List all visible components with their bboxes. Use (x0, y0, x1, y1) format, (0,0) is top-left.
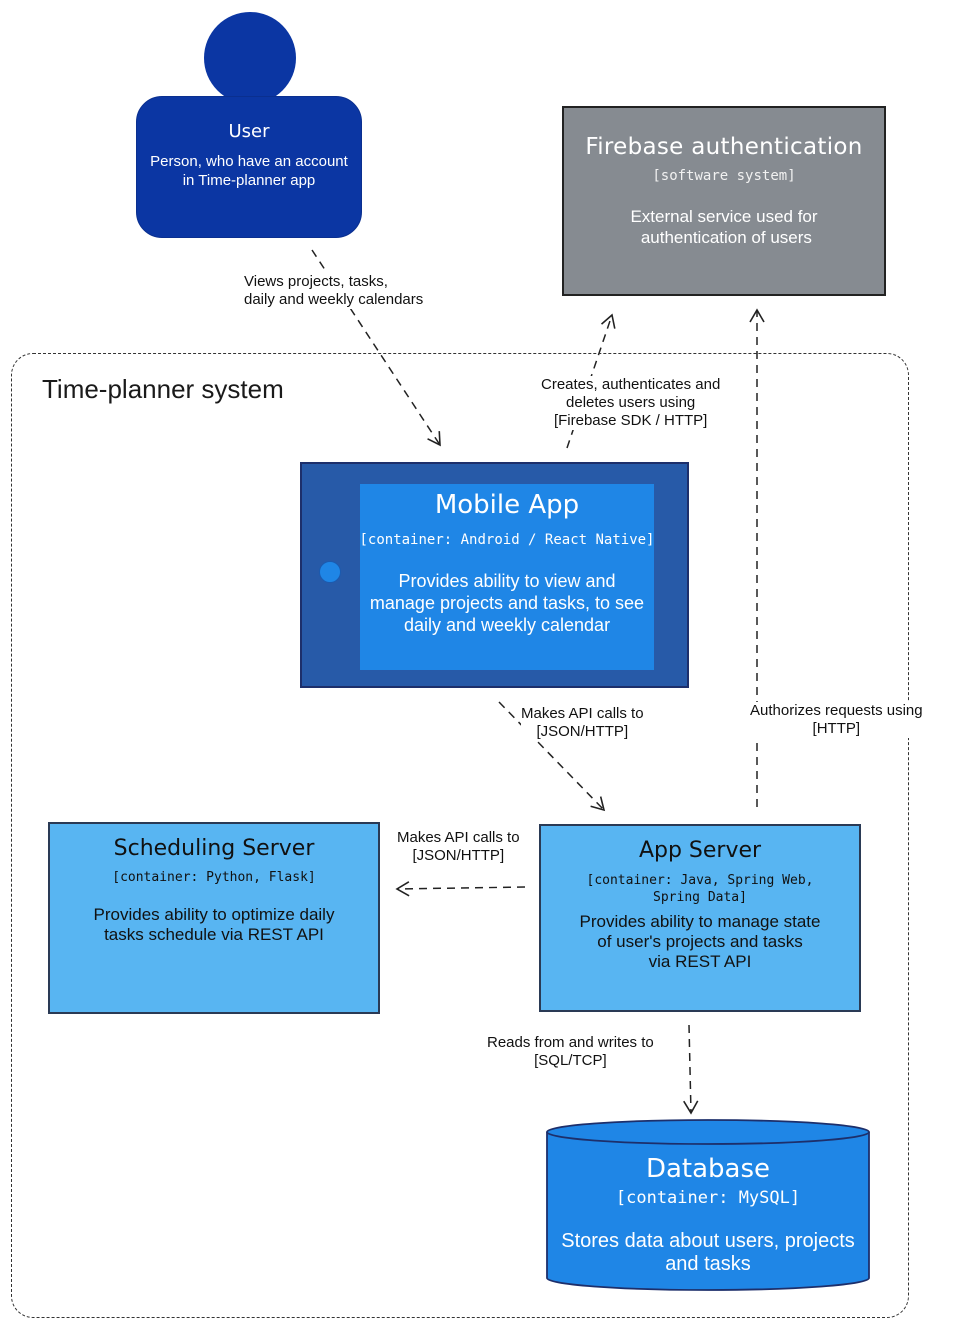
user-title: User (228, 121, 270, 142)
edge-mobile-to-appserver (498, 701, 606, 812)
system-boundary (11, 353, 909, 1318)
firebase-description: External service used for authentication… (630, 207, 818, 247)
edge-label-appserver-to-database: Reads from and writes to [SQL/TCP] (487, 1034, 654, 1070)
appserver-description: Provides ability to manage state of user… (579, 912, 821, 971)
person-head-icon (204, 12, 296, 104)
mobile-technology: [container: Android / React Native] (359, 532, 655, 548)
edge-appserver-to-scheduling (395, 881, 526, 897)
mobile-app-node[interactable]: Mobile App [container: Android / React N… (359, 484, 655, 670)
scheduling-technology: [container: Python, Flask] (112, 870, 316, 885)
database-description: Stores data about users, projects and ta… (561, 1230, 855, 1275)
edge-user-to-mobile (311, 249, 441, 447)
edge-label-mobile-to-appserver: Makes API calls to [JSON/HTTP] (521, 705, 644, 741)
database-node[interactable]: Database [container: MySQL] Stores data … (547, 1150, 869, 1290)
edge-label-mobile-to-firebase: Creates, authenticates and deletes users… (541, 376, 721, 430)
system-boundary-label: Time-planner system (42, 374, 284, 404)
firebase-technology: [software system] (652, 168, 796, 184)
database-title: Database (645, 1154, 771, 1184)
database-cylinder (546, 1119, 870, 1291)
user-person-node[interactable]: User Person, who have an account in Time… (136, 96, 362, 238)
database-technology: [container: MySQL] (615, 1188, 801, 1208)
edge-appserver-to-database (683, 1024, 699, 1115)
appserver-title: App Server (638, 838, 762, 863)
app-server-node[interactable]: App Server [container: Java, Spring Web,… (539, 824, 861, 1012)
appserver-technology: [container: Java, Spring Web, Spring Dat… (586, 873, 814, 905)
edge-label-user-to-mobile: Views projects, tasks, daily and weekly … (244, 273, 424, 309)
firebase-title: Firebase authentication (585, 134, 863, 160)
mobile-title: Mobile App (434, 490, 580, 520)
firebase-system-node[interactable]: Firebase authentication [software system… (562, 106, 886, 296)
edge-label-appserver-to-scheduling: Makes API calls to [JSON/HTTP] (397, 829, 520, 865)
mobile-description: Provides ability to view and manage proj… (369, 571, 645, 635)
scheduling-description: Provides ability to optimize daily tasks… (93, 905, 335, 944)
user-description: Person, who have an account in Time-plan… (150, 153, 348, 189)
edge-label-appserver-to-firebase: Authorizes requests using [HTTP] (750, 702, 923, 738)
scheduling-server-node[interactable]: Scheduling Server [container: Python, Fl… (48, 822, 380, 1014)
mobile-home-button-icon (319, 561, 341, 583)
scheduling-title: Scheduling Server (113, 836, 315, 861)
